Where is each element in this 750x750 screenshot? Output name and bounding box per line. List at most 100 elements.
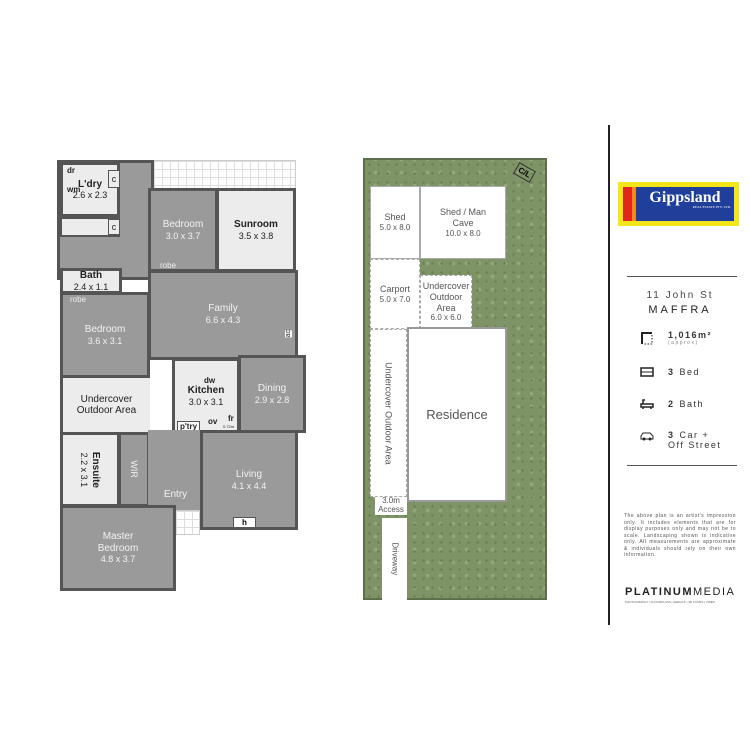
gippsland-logo: Gippsland REAL ESTATE PTY. LTD. [618,182,739,226]
separator [627,276,737,277]
block-size: 5.0 x 8.0 [379,223,411,233]
cl-label: C/L [513,162,536,183]
room-name: Bedroom [84,324,126,336]
room-undercover-outdoor: Undercover Outdoor Area [60,378,150,432]
bed-number: 3 [668,367,675,377]
room-name: Bath [79,270,103,282]
room-size: 2.9 x 2.8 [254,394,290,405]
fridge-size: 0.72m [223,424,235,429]
side-undercover: Undercover Outdoor Area [370,329,407,497]
room-size: 4.8 x 3.7 [100,554,136,565]
robe-label: robe [160,261,177,270]
land-value: 1,016m² [668,330,713,340]
room-size: 2.2 x 3.1 [79,452,90,487]
room-name: Kitchen [187,385,225,397]
car-extra: Off Street [668,440,722,450]
bed-label: Bed [679,367,701,377]
room-size: 3.6 x 3.1 [87,335,123,346]
cupboard: c [108,219,120,235]
room-wir: WIR [118,432,150,507]
room-name: Living [235,469,263,481]
side-undercover-label: Undercover Outdoor Area [383,361,394,465]
block-size: 6.0 x 6.0 [430,313,462,323]
car-icon [640,432,654,441]
cupboard: c [108,170,120,188]
room-size: 3.0 x 3.1 [188,396,224,407]
block-size: 10.0 x 8.0 [445,228,481,238]
room-size: 2.6 x 2.3 [72,190,108,201]
land-note: (approx) [668,340,699,346]
room-name: Undercover Outdoor Area [76,393,137,417]
block-size: 5.0 x 7.0 [379,294,411,304]
land-size: 1,016m²(approx) [640,330,712,346]
oven-label: ov [208,417,218,426]
ac-label: ac [285,330,292,338]
room-size: 4.1 x 4.4 [231,480,267,491]
bed-icon [640,367,654,377]
logo-sub: REAL ESTATE PTY. LTD. [692,205,731,209]
residence: Residence [407,327,507,502]
divider [608,125,610,625]
dryer-label: dr [67,166,75,175]
block-name: Undercover Outdoor Area [422,281,470,313]
room-name: Sunroom [234,219,278,231]
room-size: 6.6 x 4.3 [205,314,241,325]
room-name: L'dry [77,178,103,190]
room-size: 3.0 x 3.7 [165,230,201,241]
fridge-label: fr [228,414,234,423]
room-name: Entry [163,488,188,500]
driveway-label: Driveway [390,542,400,576]
bath-icon [640,399,654,409]
car-label: Car + [679,430,710,440]
bath-number: 2 [668,399,675,409]
deck [153,160,296,190]
bed-count: 3 Bed [640,366,700,378]
room-size: 3.5 x 3.8 [238,230,274,241]
access-label: 3.0m Access [375,496,407,515]
entry-step [175,510,200,535]
platinum-media-logo: PLATINUMMEDIA [625,586,735,598]
separator [627,465,737,466]
block-name: Shed [384,212,406,223]
washer-label: wm [67,185,81,194]
brand-light: MEDIA [693,586,736,598]
cupboard-label: c [111,173,117,184]
wir-label: WIR [129,460,140,479]
room-name: Ensuite [89,451,101,488]
cupboard-label: c [111,221,117,232]
room-size: 2.4 x 1.1 [73,281,109,292]
land-area-icon [641,332,653,345]
heater-label: h [233,517,256,528]
suburb: MAFFRA [648,304,712,316]
brand-bold: PLATINUM [625,586,694,598]
address: 11 John St [646,290,714,301]
room-entry: Entry [148,430,203,510]
room-name: Dining [257,383,287,395]
room-name: Master Bedroom [97,531,139,554]
room-name: Family [208,303,238,314]
room-name: Bedroom [162,219,204,231]
car-count: 3 Car +Off Street [640,430,721,450]
dishwasher-label: dw [204,376,216,385]
block-name: Carport [379,283,410,294]
brand-tagline: PHOTOGRAPHY | FLOORPLANS | AERIALS | 3D … [625,600,716,604]
car-number: 3 [668,430,675,440]
residence-label: Residence [426,406,488,422]
driveway: Driveway [382,518,407,600]
logo-name: Gippsland [649,189,721,206]
block-name: Shed / Man Cave [439,206,487,228]
